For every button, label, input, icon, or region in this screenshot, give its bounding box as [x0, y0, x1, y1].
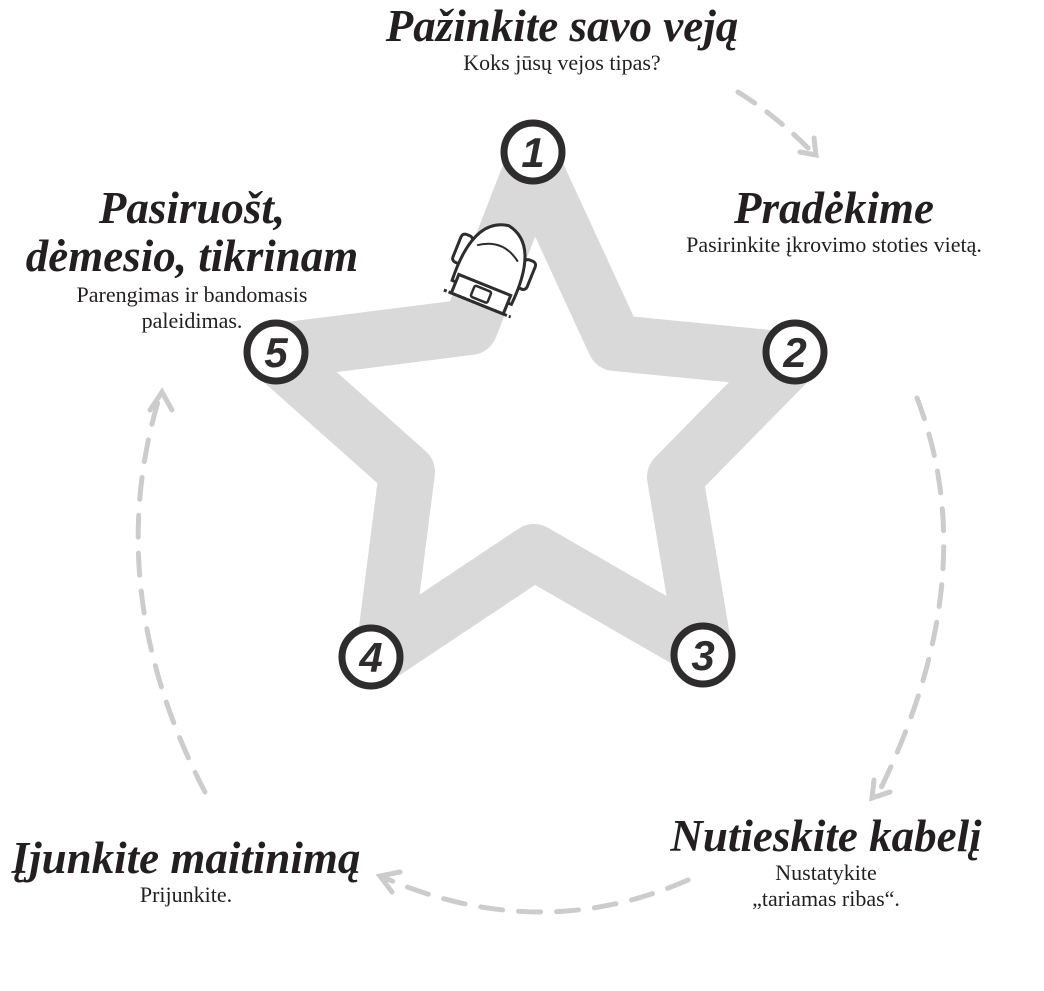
step-4-subtitle: Prijunkite. — [139, 882, 233, 907]
badge-4-number: 4 — [358, 634, 382, 681]
badge-2: 2 — [762, 319, 828, 385]
badge-3: 3 — [670, 622, 736, 688]
step-4-title: Įjunkite maitinimą — [11, 833, 361, 883]
step-5-label: Pasiruošt, dėmesio, tikrinam Parengimas … — [4, 184, 380, 334]
step-4-label: Įjunkite maitinimą Prijunkite. — [6, 834, 366, 908]
robotic-mower-icon — [443, 223, 538, 319]
step-3-label: Nutieskite kabelį Nustatykite „tariamas … — [646, 812, 1006, 912]
star-path — [244, 137, 818, 680]
arrowhead-3-to-4 — [375, 869, 403, 895]
step-5-subtitle-line-2: paleidimas. — [141, 308, 243, 333]
step-5-title-line-1: Pasiruošt, — [98, 183, 286, 233]
badge-1: 1 — [500, 119, 566, 185]
badge-5: 5 — [243, 319, 309, 385]
badge-2-number: 2 — [782, 329, 806, 376]
arrowhead-1-to-2 — [797, 135, 819, 159]
badge-5-number: 5 — [264, 329, 288, 376]
arrowhead-4-to-5 — [147, 387, 175, 413]
step-2-title: Pradėkime — [734, 183, 934, 233]
step-1-label: Pažinkite savo veją Koks jūsų vejos tipa… — [372, 2, 752, 76]
step-2-subtitle: Pasirinkite įkrovimo stoties vietą. — [686, 232, 982, 257]
step-5-subtitle-line-1: Parengimas ir bandomasis — [76, 282, 308, 307]
step-3-subtitle-line-1: Nustatykite — [775, 860, 877, 885]
step-3-subtitle-line-2: „tariamas ribas“. — [752, 886, 900, 911]
arrow-4-to-5 — [135, 392, 208, 795]
step-3-title: Nutieskite kabelį — [670, 811, 982, 861]
cycle-arrows — [135, 89, 947, 915]
badge-4: 4 — [338, 624, 404, 690]
badge-1-number: 1 — [521, 129, 544, 176]
step-1-subtitle: Koks jūsų vejos tipas? — [463, 50, 661, 75]
arrow-3-to-4 — [382, 875, 691, 915]
step-1-title: Pažinkite savo veją — [385, 1, 739, 51]
step-2-label: Pradėkime Pasirinkite įkrovimo stoties v… — [634, 184, 1034, 258]
badge-3-number: 3 — [691, 632, 714, 679]
arrow-2-to-3 — [877, 395, 947, 793]
arrow-1-to-2 — [735, 89, 811, 151]
step-5-title-line-2: dėmesio, tikrinam — [25, 231, 359, 281]
arrowhead-2-to-3 — [869, 777, 893, 802]
